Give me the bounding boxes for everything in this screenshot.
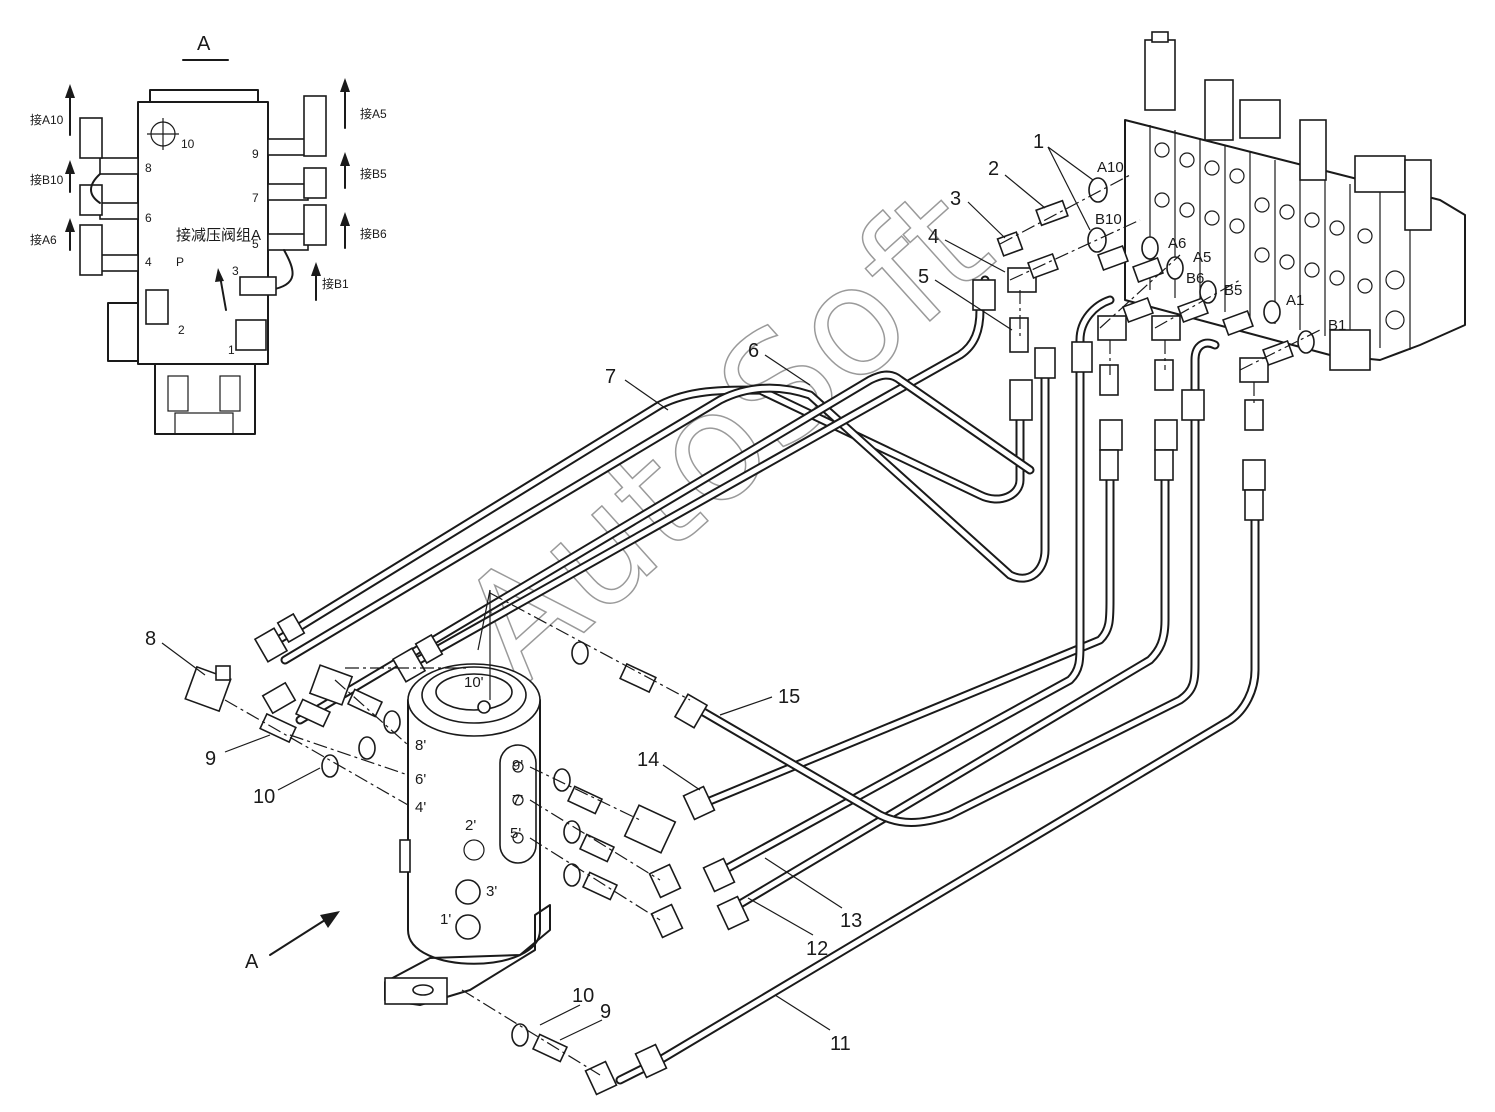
callout-leaders (161, 146, 1094, 1041)
swivel-bottom-connectors (461, 989, 601, 1076)
inset-port-9: 9 (252, 147, 259, 161)
callout-4: 4 (928, 226, 939, 248)
view-a-title: A (197, 33, 211, 55)
inset-port-2: 2 (178, 323, 185, 337)
swivel-port-5p: 5' (510, 825, 521, 842)
inset-right-fittings (145, 95, 327, 351)
swivel-port-7p: 7' (512, 792, 523, 809)
callout-8: 8 (145, 628, 156, 650)
valve-port-grid (1154, 142, 1405, 330)
callout-numbers: 1 2 3 4 5 6 7 8 9 10 15 14 13 12 11 10 9 (145, 131, 1044, 1055)
callout-12: 12 (806, 938, 828, 960)
inset-left-fittings (79, 117, 139, 276)
inset-center-sub: P (176, 255, 184, 269)
valve-port-b1: B1 (1328, 317, 1346, 334)
swivel-port-1p: 1' (440, 911, 451, 928)
swivel-port-8p: 8' (415, 737, 426, 754)
inset-port-7: 7 (252, 191, 259, 205)
inset-port-6: 6 (145, 211, 152, 225)
callout-13: 13 (840, 910, 862, 932)
swivel-port-3p: 3' (486, 883, 497, 900)
callout-6: 6 (748, 340, 759, 362)
valve-port-labels: A10 B10 A6 A5 B6 B5 A1 B1 (1095, 159, 1346, 334)
inset-port-3: 3 (232, 264, 239, 278)
inset-label-b1: 接B1 (322, 276, 349, 291)
valve-port-b10: B10 (1095, 211, 1122, 228)
inset-label-b5: 接B5 (360, 166, 387, 181)
inset-port-1: 1 (228, 343, 235, 357)
swivel-right-connectors (477, 589, 691, 921)
callout-7: 7 (605, 366, 616, 388)
inset-port-8: 8 (145, 161, 152, 175)
callout-10: 10 (253, 786, 275, 808)
callout-11: 11 (830, 1033, 851, 1055)
inset-arrows-right (215, 78, 350, 311)
inset-label-b6: 接B6 (360, 226, 387, 241)
view-a-arrow-label: A (245, 951, 259, 973)
valve-port-a1: A1 (1286, 292, 1304, 309)
inset-center-label: 接减压阀组A (176, 227, 261, 244)
swivel-port-10p: 10' (464, 674, 484, 691)
swivel-port-9p: 9' (512, 757, 523, 774)
hose-lines (265, 275, 1260, 1085)
inset-label-a6: 接A6 (30, 232, 57, 247)
callout-5: 5 (918, 266, 929, 288)
inset-view-a: A 10 接减压阀组A P 8 6 4 (30, 33, 387, 435)
valve-port-b6: B6 (1186, 270, 1204, 287)
swivel-port-6p: 6' (415, 771, 426, 788)
callout-9: 9 (205, 748, 216, 770)
inset-label-b10: 接B10 (30, 172, 64, 187)
valve-connection-lines (999, 174, 1321, 405)
swivel-port-4p: 4' (415, 799, 426, 816)
valve-adapters (996, 177, 1315, 431)
valve-port-a6: A6 (1168, 235, 1186, 252)
inset-label-a5: 接A5 (360, 106, 387, 121)
main-control-valve (1124, 31, 1466, 371)
callout-9-bottom: 9 (600, 1001, 611, 1023)
hose-end-fittings (253, 279, 1266, 1096)
valve-port-b5: B5 (1224, 282, 1242, 299)
callout-10-bottom: 10 (572, 985, 594, 1007)
valve-port-a5: A5 (1193, 249, 1211, 266)
inset-port-10: 10 (181, 137, 195, 151)
inset-label-a10: 接A10 (30, 112, 64, 127)
view-a-arrow (269, 911, 340, 956)
callout-2: 2 (988, 158, 999, 180)
inset-port-4: 4 (145, 255, 152, 269)
callout-15: 15 (778, 686, 800, 708)
swivel-port-2p: 2' (465, 817, 476, 834)
inset-arrows-left (65, 84, 75, 251)
callout-1: 1 (1033, 131, 1044, 153)
inset-port-5: 5 (252, 237, 259, 251)
swivel-left-connectors (184, 664, 470, 806)
valve-port-a10: A10 (1097, 159, 1124, 176)
callout-14: 14 (637, 749, 659, 771)
callout-3: 3 (950, 188, 961, 210)
swivel-joint (384, 663, 551, 1006)
